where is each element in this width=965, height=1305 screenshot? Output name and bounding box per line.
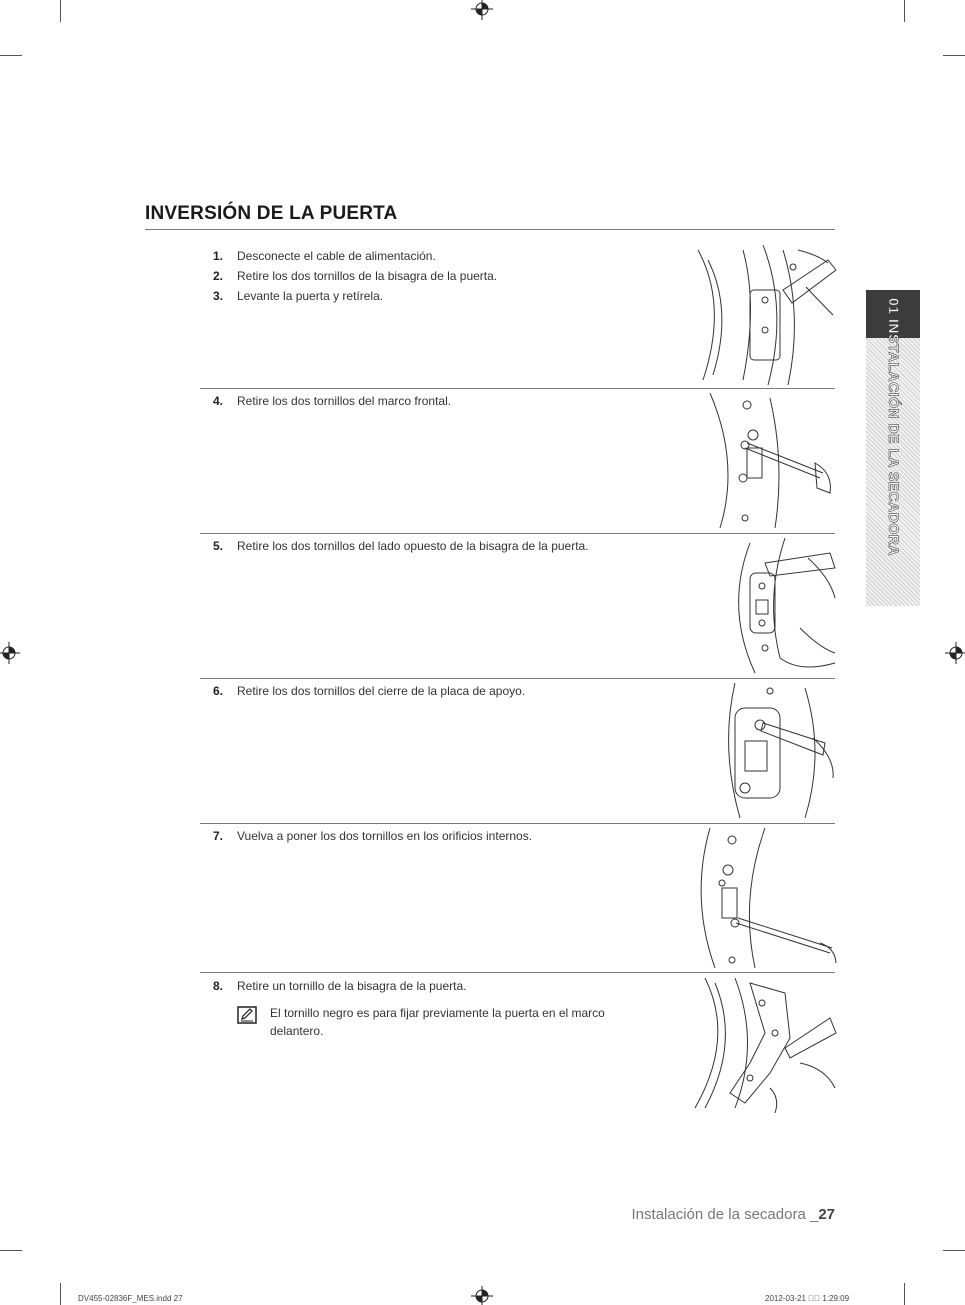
illustration-latch-plate-screws <box>728 683 834 819</box>
registration-mark-icon <box>471 0 493 20</box>
crop-mark <box>904 1283 905 1305</box>
step-item: 4.Retire los dos tornillos del marco fro… <box>213 394 452 408</box>
registration-mark-icon <box>945 642 965 664</box>
step-item: 5.Retire los dos tornillos del lado opue… <box>213 539 589 553</box>
print-date-info: 2012-03-21 ⃞⃞ 1:29:09 <box>765 1294 850 1303</box>
crop-mark <box>60 1283 61 1305</box>
title-rule <box>145 229 835 230</box>
illustration-opposite-hinge-screws <box>738 538 836 674</box>
step-divider <box>200 972 835 973</box>
step-divider <box>200 678 835 679</box>
illustration-hinge-removal <box>697 245 837 385</box>
page-footer: Instalación de la secadora _27 <box>631 1206 835 1223</box>
chapter-side-tab <box>866 290 920 606</box>
step-divider <box>200 823 835 824</box>
crop-mark <box>0 55 22 56</box>
crop-mark <box>943 1250 965 1251</box>
step-item: 6.Retire los dos tornillos del cierre de… <box>213 684 526 698</box>
registration-mark-icon <box>0 642 20 664</box>
illustration-door-hinge-screw <box>694 978 837 1113</box>
section-title: INVERSIÓN DE LA PUERTA <box>145 203 398 224</box>
note-text: El tornillo negro es para fijar previame… <box>270 1006 605 1038</box>
crop-mark <box>904 0 905 22</box>
note-pencil-icon <box>237 1006 257 1024</box>
step-item: 7.Vuelva a poner los dos tornillos en lo… <box>213 829 533 843</box>
print-file-info: DV455-02836F_MES.indd 27 <box>78 1294 183 1303</box>
crop-mark <box>943 55 965 56</box>
note: El tornillo negro es para fijar previame… <box>237 1004 617 1040</box>
page-number: 27 <box>818 1206 835 1223</box>
registration-mark-icon <box>471 1286 493 1305</box>
illustration-front-frame-screws <box>709 393 831 529</box>
step-item: 1.Desconecte el cable de alimentación. <box>213 249 436 263</box>
chapter-side-tab-label: 01 INSTALACIÓN DE LA SECADORA <box>886 298 903 557</box>
step-item: 8.Retire un tornillo de la bisagra de la… <box>213 979 467 993</box>
step-item: 3.Levante la puerta y retírela. <box>213 289 384 303</box>
step-divider <box>200 388 835 389</box>
step-divider <box>200 533 835 534</box>
crop-mark <box>60 0 61 22</box>
step-item: 2.Retire los dos tornillos de la bisagra… <box>213 269 498 283</box>
illustration-reinsert-screws <box>700 828 837 969</box>
crop-mark <box>0 1250 22 1251</box>
